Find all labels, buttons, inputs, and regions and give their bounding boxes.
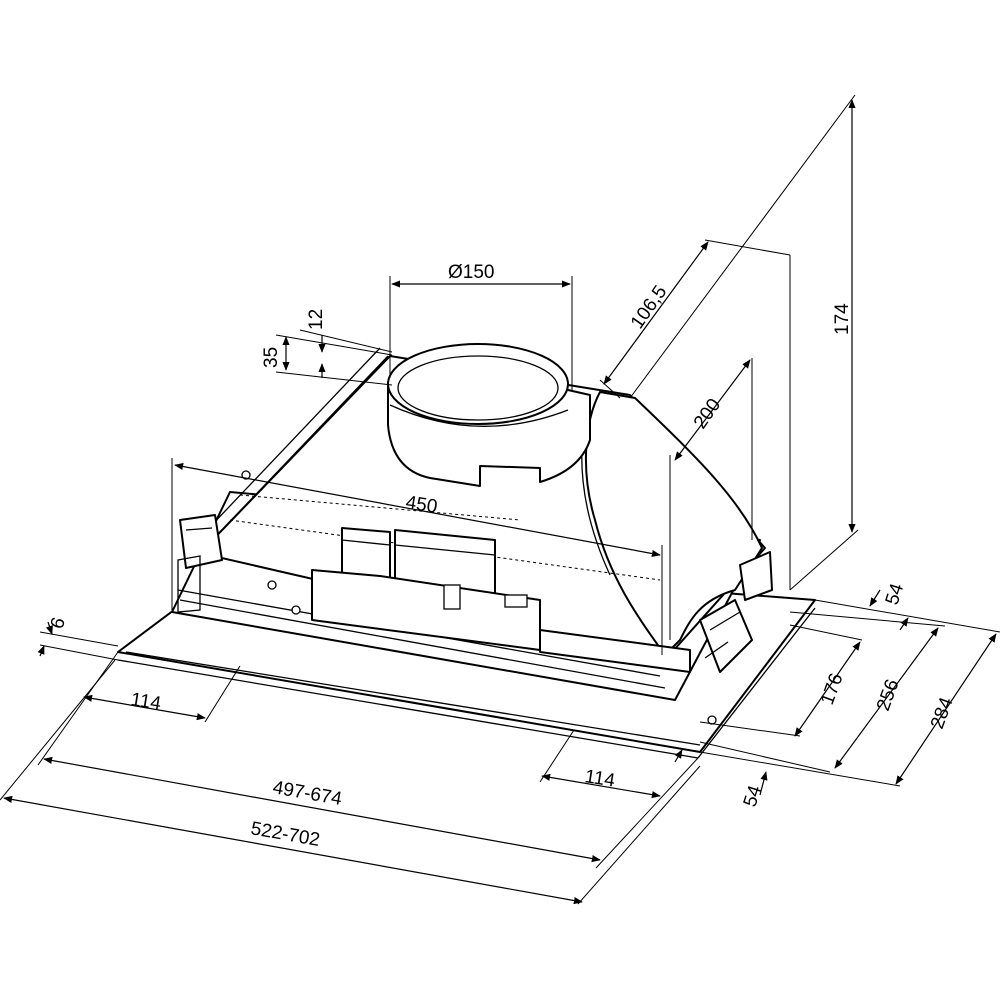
label-duct-diameter: Ø150 xyxy=(448,262,494,283)
label-duct-offset: 106,5 xyxy=(627,282,671,333)
trim-front-edge xyxy=(125,651,701,746)
right-bracket xyxy=(699,551,773,673)
label-overall-width: 522-702 xyxy=(249,818,321,851)
label-cutout-width: 497-674 xyxy=(271,777,344,810)
screw xyxy=(291,605,301,615)
duct-collar xyxy=(387,343,591,487)
tray-inner-edge xyxy=(179,599,666,689)
label-total-height: 174 xyxy=(832,303,853,335)
label-depth-284: 284 xyxy=(927,694,958,731)
label-depth-256: 256 xyxy=(873,677,904,714)
label-left-offset: 114 xyxy=(129,689,163,715)
label-collar-height: 35 xyxy=(261,347,282,368)
screw xyxy=(267,580,277,590)
dimensions xyxy=(0,94,1000,905)
trim-front-edge-lower xyxy=(117,659,699,759)
label-right-offset: 114 xyxy=(583,766,617,792)
trim-right-edge xyxy=(697,607,816,759)
label-rear-depth: 54 xyxy=(882,581,909,608)
label-flange-height: 12 xyxy=(306,309,327,330)
label-depth-176: 176 xyxy=(817,671,848,708)
label-body-width: 450 xyxy=(404,492,439,518)
